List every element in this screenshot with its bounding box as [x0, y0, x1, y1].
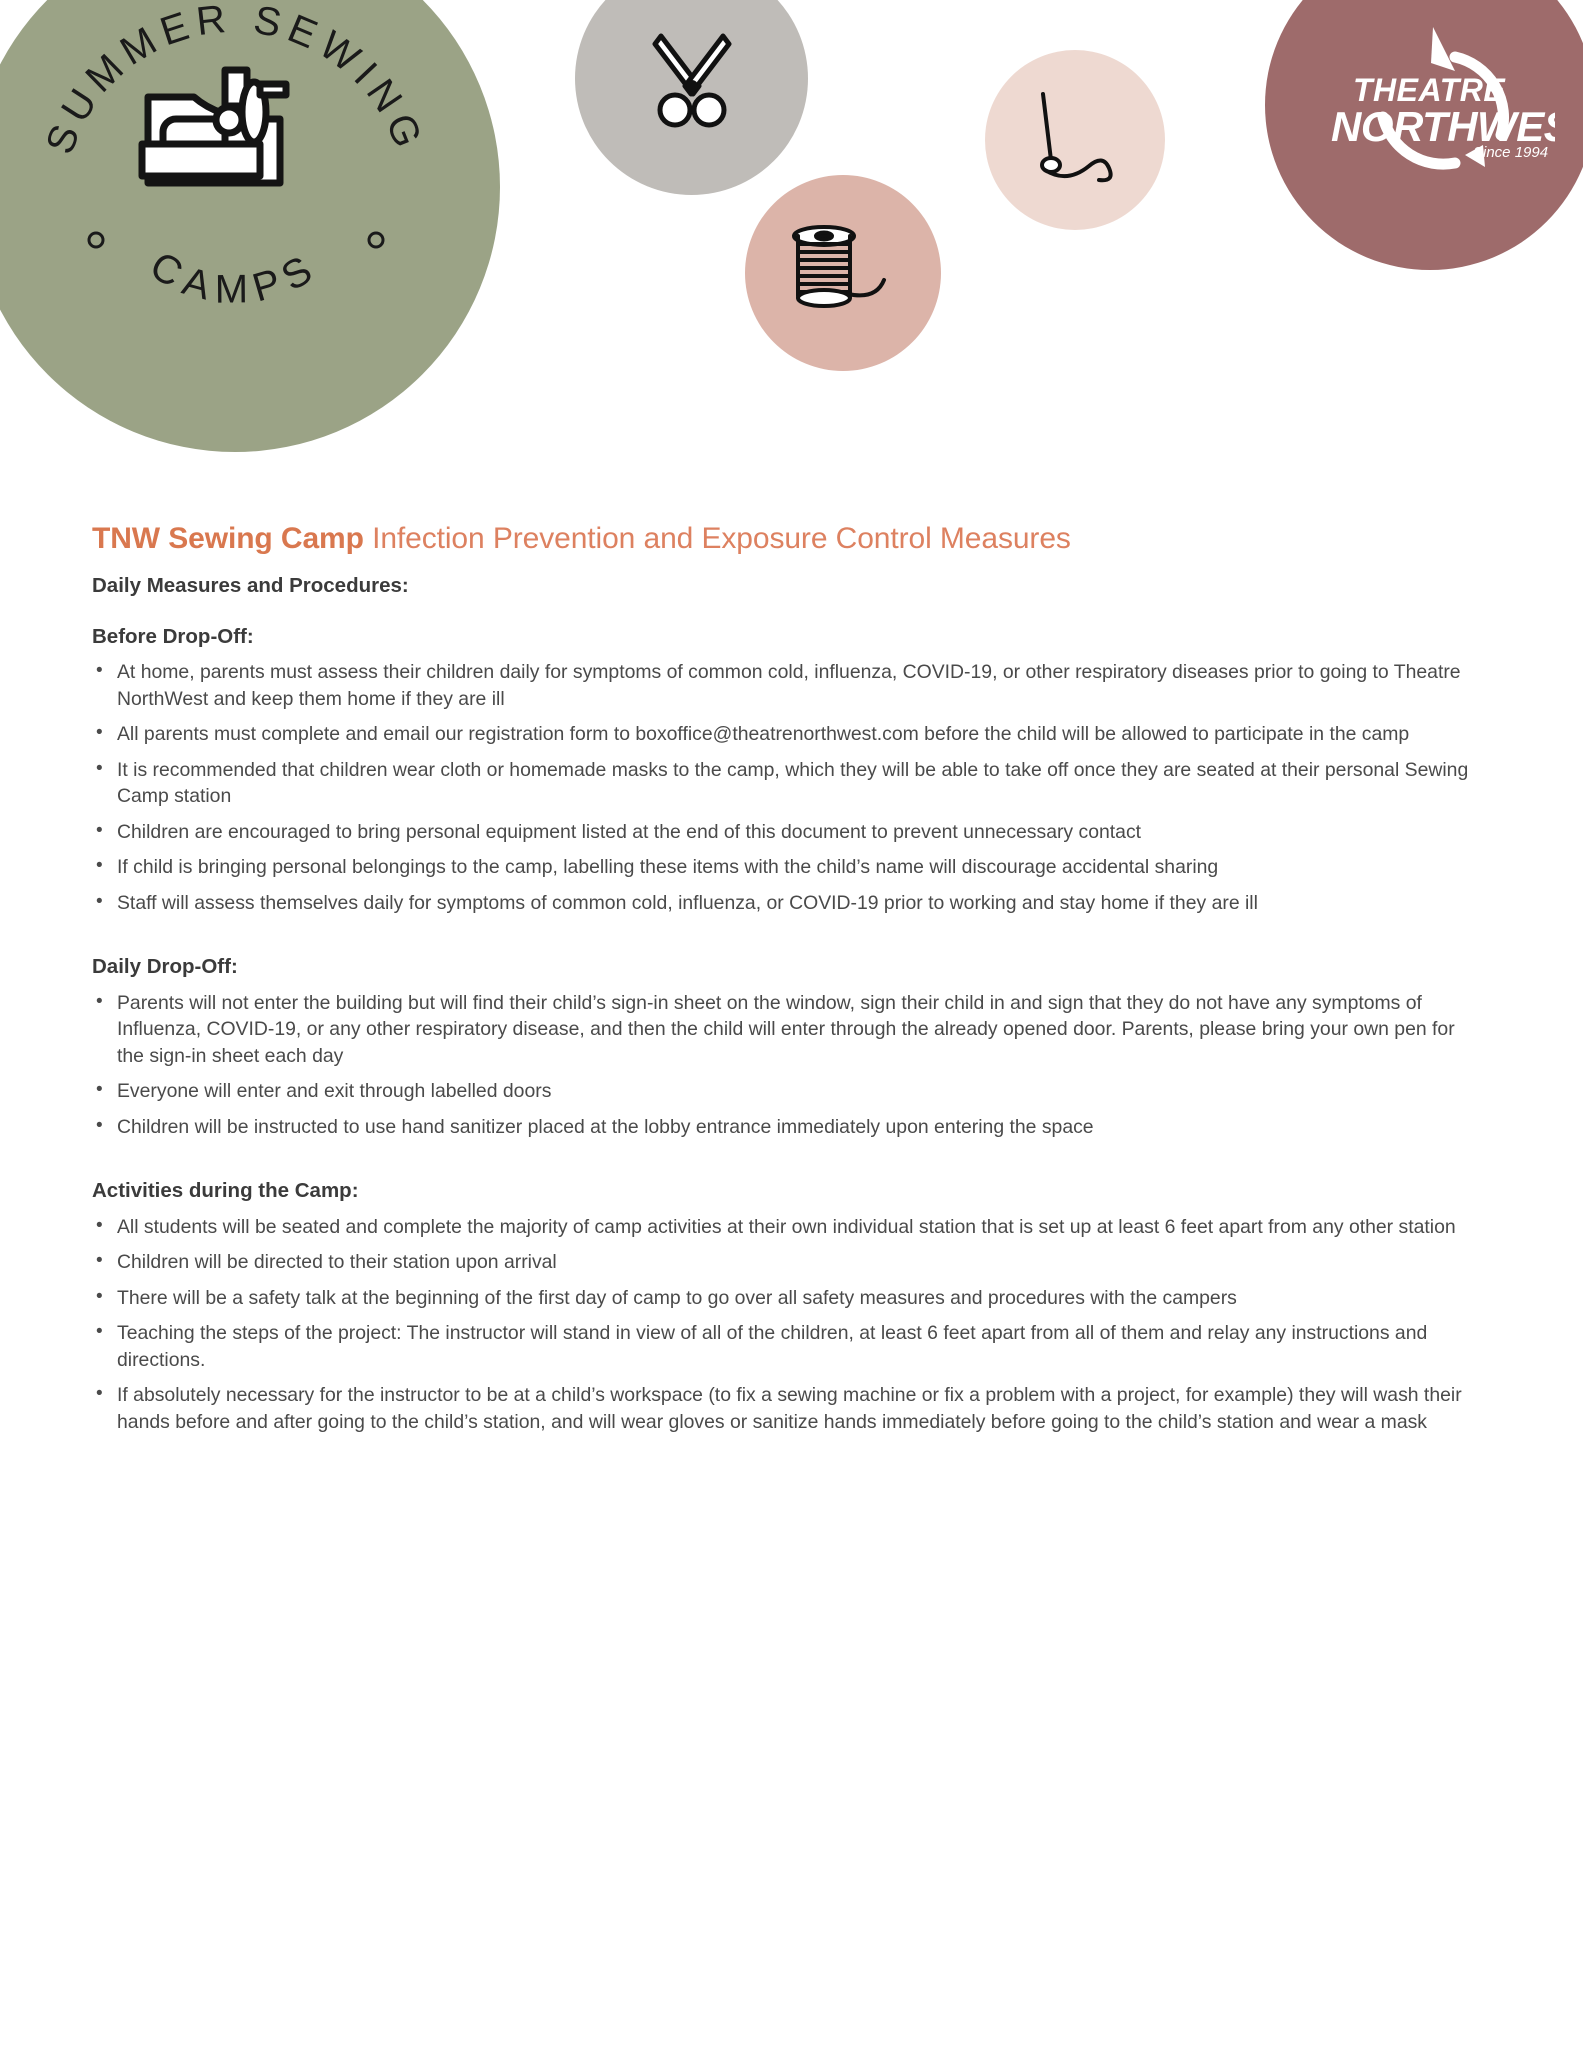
- list-item: All parents must complete and email our …: [92, 720, 1477, 747]
- needle-and-thread-circle: [985, 50, 1165, 230]
- section-activities-during-camp: Activities during the Camp: All students…: [92, 1178, 1492, 1435]
- thread-spool-icon: [792, 225, 886, 308]
- list-item: At home, parents must assess their child…: [92, 658, 1477, 712]
- section-daily-drop-off: Daily Drop-Off: Parents will not enter t…: [92, 954, 1492, 1140]
- list-item: If absolutely necessary for the instruct…: [92, 1381, 1477, 1435]
- thread-spool-circle: [745, 175, 941, 371]
- section-before-drop-off: Before Drop-Off: At home, parents must a…: [92, 624, 1492, 917]
- section-spacer: [92, 938, 1492, 954]
- bullet-list: Parents will not enter the building but …: [92, 989, 1492, 1140]
- list-item: Everyone will enter and exit through lab…: [92, 1077, 1477, 1104]
- page-title-rest: Infection Prevention and Exposure Contro…: [363, 522, 1071, 555]
- svg-text:CAMPS: CAMPS: [143, 243, 327, 311]
- list-item: All students will be seated and complete…: [92, 1213, 1477, 1240]
- summer-sewing-camps-badge: SUMMER SEWING CAMPS: [0, 0, 500, 452]
- bullet-list: All students will be seated and complete…: [92, 1213, 1492, 1435]
- page-title: TNW Sewing Camp Infection Prevention and…: [92, 520, 1492, 558]
- document-body: TNW Sewing Camp Infection Prevention and…: [92, 520, 1492, 1457]
- section-heading: Activities during the Camp:: [92, 1179, 359, 1203]
- summer-sewing-camps-badge-inner: SUMMER SEWING CAMPS: [20, 0, 450, 402]
- section-heading: Before Drop-Off:: [92, 624, 254, 648]
- list-item: Parents will not enter the building but …: [92, 989, 1477, 1069]
- theatre-northwest-logo-icon: THEATRE NORTHWEST Since 1994: [1331, 27, 1555, 170]
- tnw-logo-line2: NORTHWEST: [1331, 103, 1555, 150]
- section-spacer: [92, 1162, 1492, 1178]
- bullet-list: At home, parents must assess their child…: [92, 658, 1492, 916]
- scissors-circle: [575, 0, 808, 195]
- tnw-logo-line1: THEATRE: [1353, 72, 1506, 108]
- list-item: There will be a safety talk at the begin…: [92, 1284, 1477, 1311]
- theatre-northwest-logo-circle: THEATRE NORTHWEST Since 1994: [1265, 0, 1583, 270]
- list-item: Children will be instructed to use hand …: [92, 1113, 1477, 1140]
- list-item: Children are encouraged to bring persona…: [92, 818, 1477, 845]
- lead-heading: Daily Measures and Procedures:: [92, 573, 409, 597]
- list-item: Teaching the steps of the project: The i…: [92, 1319, 1477, 1373]
- list-item: If child is bringing personal belongings…: [92, 853, 1477, 880]
- tnw-logo-tagline: Since 1994: [1473, 144, 1548, 161]
- list-item: It is recommended that children wear clo…: [92, 756, 1477, 810]
- page-title-strong: TNW Sewing Camp: [92, 522, 364, 555]
- scissors-icon: [652, 33, 731, 127]
- list-item: Staff will assess themselves daily for s…: [92, 889, 1477, 916]
- section-heading: Daily Drop-Off:: [92, 955, 238, 979]
- sewing-machine-icon: SUMMER SEWING CAMPS: [38, 0, 426, 312]
- needle-and-thread-icon: [1040, 92, 1113, 183]
- decorative-header-band: SUMMER SEWING CAMPS: [0, 0, 1583, 470]
- list-item: Children will be directed to their stati…: [92, 1248, 1477, 1275]
